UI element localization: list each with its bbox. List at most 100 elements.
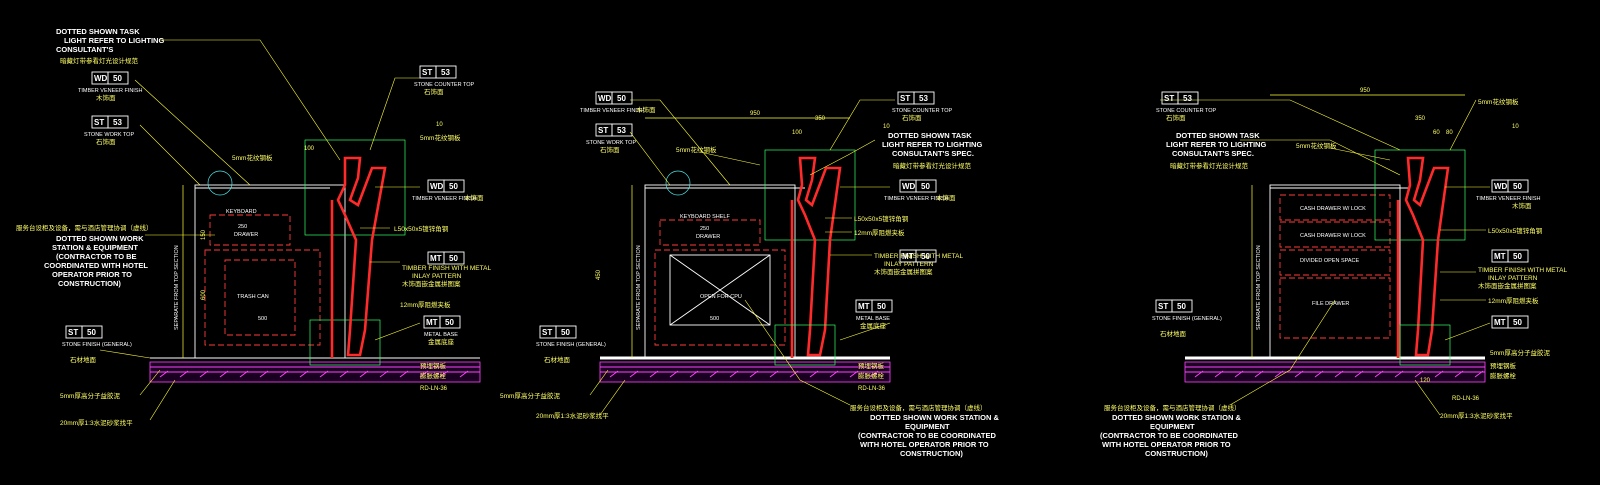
inner-frame-mid [654, 249, 786, 346]
svg-text:WD: WD [94, 74, 108, 83]
svg-text:METAL BASE: METAL BASE [424, 332, 458, 338]
svg-text:ST: ST [900, 94, 910, 103]
svg-text:ST: ST [598, 126, 608, 135]
detail-circle-left [207, 170, 233, 196]
svg-text:石饰面: 石饰面 [600, 145, 620, 154]
svg-text:50: 50 [1513, 252, 1522, 261]
leader-mid-screed [599, 379, 626, 416]
svg-text:木饰面: 木饰面 [96, 93, 116, 102]
detail-box-mid [764, 149, 856, 241]
section-mid: SEPARATE FROM TOP SECTION 950 100 350 10… [500, 91, 999, 458]
note-right-base1: 预埋钢板 [1490, 361, 1517, 370]
svg-text:50: 50 [617, 94, 626, 103]
dim-mid-0: 950 [750, 111, 761, 117]
base-box-left [309, 319, 381, 366]
item-right-3: FILE DRAWER [1312, 301, 1349, 307]
note-mid-adh: 5mm厚高分子益胶泥 [500, 391, 560, 400]
dim-left-3: 600 [201, 289, 207, 300]
floor-hatch-right [1185, 366, 1485, 378]
leader-right-mt [1444, 322, 1491, 341]
leader-mid-task [809, 139, 876, 176]
svg-text:STONE WORK TOP: STONE WORK TOP [84, 132, 134, 138]
svg-text:TIMBER VENEER FINISH: TIMBER VENEER FINISH [412, 196, 477, 202]
svg-text:STONE FINISH (GENERAL): STONE FINISH (GENERAL) [62, 342, 132, 348]
svg-text:WD: WD [430, 182, 444, 191]
note-mid-angle: L50x50x5镀锌角钢 [854, 214, 909, 223]
svg-text:MT: MT [858, 302, 870, 311]
note-right-angle: L50x50x5镀锌角钢 [1488, 226, 1543, 235]
leader-left-screed [149, 379, 176, 421]
note-left-base2: 膨胀螺栓 [420, 371, 447, 380]
item-left-2: DRAWER [234, 232, 258, 238]
svg-text:50: 50 [561, 328, 570, 337]
note-mid-base1: 预埋钢板 [858, 361, 885, 370]
svg-text:STONE FINISH (GENERAL): STONE FINISH (GENERAL) [536, 342, 606, 348]
svg-text:ST: ST [542, 328, 552, 337]
open-space-right [1279, 249, 1391, 276]
drawer-left [209, 214, 291, 246]
svg-text:ST: ST [1164, 94, 1174, 103]
svg-text:WD: WD [902, 182, 916, 191]
item-mid-1: 250 [700, 226, 709, 232]
dim-left-1: 10 [436, 122, 443, 128]
svg-text:STONE COUNTER TOP: STONE COUNTER TOP [1156, 108, 1217, 114]
leader-left-counter [369, 77, 420, 151]
svg-text:石材地面: 石材地面 [1160, 329, 1187, 338]
svg-text:石饰面: 石饰面 [424, 87, 444, 96]
svg-text:WD: WD [598, 94, 612, 103]
svg-text:50: 50 [921, 182, 930, 191]
ref-mid: RD-LN-36 [858, 386, 886, 392]
svg-text:METAL BASE: METAL BASE [856, 316, 890, 322]
dim-mid-1: 100 [792, 130, 803, 136]
note-left-timber: TIMBER FINISH WITH METAL INLAY PATTERN 木… [402, 265, 493, 288]
detail-box-right [1374, 149, 1466, 241]
svg-text:MT: MT [902, 252, 914, 261]
cabinet-right [1269, 184, 1401, 359]
dim-mid-2: 350 [815, 116, 826, 122]
leader-mid-mt [839, 322, 891, 341]
svg-text:53: 53 [441, 68, 450, 77]
leader-mid-wd [630, 99, 731, 186]
svg-text:MT: MT [430, 254, 442, 263]
dim-right-1: 350 [1415, 116, 1426, 122]
dim-right-3: 60 [1433, 130, 1440, 136]
svg-text:50: 50 [1177, 302, 1186, 311]
note-left-steel2: 5mm花纹钢板 [420, 133, 461, 142]
leader-mid-counter [829, 99, 895, 151]
svg-text:木饰面: 木饰面 [636, 105, 656, 114]
dim-mid-3: 10 [883, 124, 890, 130]
note-left-task: DOTTED SHOWN TASK LIGHT REFER TO LIGHTIN… [56, 27, 166, 54]
svg-text:石饰面: 石饰面 [96, 137, 116, 146]
svg-text:石材地面: 石材地面 [70, 355, 97, 364]
svg-text:STONE COUNTER TOP: STONE COUNTER TOP [892, 108, 953, 114]
base-box-right [1399, 324, 1451, 366]
floor-hatch-mid [600, 366, 890, 378]
svg-text:STONE COUNTER TOP: STONE COUNTER TOP [414, 82, 475, 88]
cabinet-left [194, 184, 346, 359]
dim-mid-4: 450 [596, 269, 602, 280]
leader-left-task [160, 39, 341, 161]
svg-text:ST: ST [1158, 302, 1168, 311]
leader-right-steel2 [1449, 99, 1477, 151]
note-mid-screed: 20mm厚1:3水泥砂浆找平 [536, 411, 609, 420]
leader-right-task [1240, 139, 1401, 176]
note-right-adh: 5mm厚高分子益胶泥 [1490, 348, 1550, 357]
note-left-base1: 预埋钢板 [420, 361, 447, 370]
note-left-board: 12mm厚阻燃夹板 [400, 300, 451, 309]
cpu-x-mid [669, 254, 771, 326]
svg-text:50: 50 [877, 302, 886, 311]
leader-left-stfloor [99, 349, 151, 359]
counter-profile-mid [796, 156, 842, 357]
leader-mid-ws [744, 299, 851, 406]
svg-text:ST: ST [422, 68, 432, 77]
leader-left-wd [134, 79, 251, 186]
